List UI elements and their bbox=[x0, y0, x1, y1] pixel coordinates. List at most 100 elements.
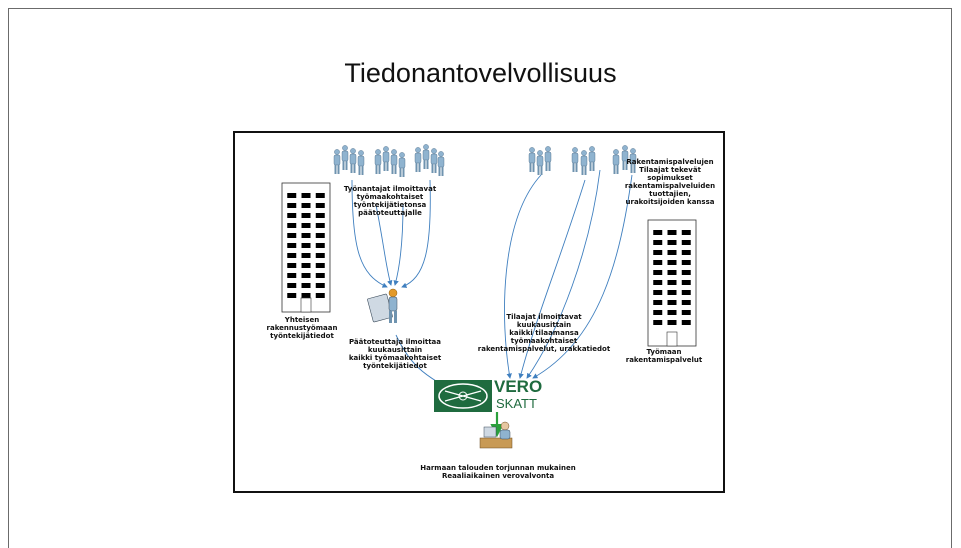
building-window bbox=[667, 240, 677, 245]
building-window bbox=[315, 223, 325, 228]
building-window bbox=[681, 320, 691, 325]
main-contractor-figure bbox=[367, 288, 398, 323]
person-figure bbox=[357, 150, 365, 175]
tax-officer-figure bbox=[479, 421, 513, 449]
building-window bbox=[653, 230, 663, 235]
skatt-logo-text: SKATT bbox=[496, 396, 537, 411]
building-window bbox=[667, 310, 677, 315]
building-window bbox=[681, 290, 691, 295]
building-window bbox=[287, 193, 297, 198]
building-window bbox=[681, 300, 691, 305]
building-window bbox=[681, 230, 691, 235]
building-door bbox=[666, 331, 678, 347]
building-window bbox=[315, 213, 325, 218]
building-window bbox=[315, 283, 325, 288]
building-window bbox=[287, 203, 297, 208]
building-window bbox=[667, 300, 677, 305]
person-figure bbox=[333, 149, 341, 174]
building-window bbox=[681, 250, 691, 255]
building-window bbox=[301, 193, 311, 198]
building-window bbox=[315, 293, 325, 298]
building-window bbox=[653, 260, 663, 265]
person-figure bbox=[612, 149, 620, 174]
clients-text: Rakentamispalvelujen Tilaajat tekevät so… bbox=[624, 158, 716, 206]
building-window bbox=[315, 273, 325, 278]
building-window bbox=[301, 283, 311, 288]
building-window bbox=[653, 290, 663, 295]
building-window bbox=[301, 213, 311, 218]
slide-frame bbox=[8, 8, 952, 548]
building-window bbox=[287, 223, 297, 228]
person-figure bbox=[588, 146, 596, 171]
building-window bbox=[315, 253, 325, 258]
building-window bbox=[301, 243, 311, 248]
building-window bbox=[681, 310, 691, 315]
person-figure bbox=[382, 146, 390, 171]
employer-arrows bbox=[351, 179, 431, 288]
building-window bbox=[667, 290, 677, 295]
employer-figures bbox=[333, 144, 445, 177]
building-door bbox=[300, 297, 312, 313]
person-figure bbox=[398, 152, 406, 177]
building-window bbox=[287, 233, 297, 238]
building-window bbox=[287, 293, 297, 298]
client-figures bbox=[528, 145, 637, 175]
person-figure bbox=[536, 150, 544, 175]
client-arrows bbox=[504, 169, 633, 379]
building-window bbox=[287, 283, 297, 288]
building-window bbox=[653, 280, 663, 285]
building-window bbox=[301, 253, 311, 258]
left-building-text: Yhteisen rakennustyömaan työntekijätiedo… bbox=[266, 316, 338, 340]
person-figure bbox=[390, 149, 398, 174]
employers-text: Työnantajat ilmoittavat työmaakohtaiset … bbox=[343, 185, 437, 217]
slide-title: Tiedonantovelvollisuus bbox=[344, 58, 617, 88]
building-window bbox=[301, 223, 311, 228]
main-contractor-text: Päätoteuttaja ilmoittaa kuukausittain ka… bbox=[348, 338, 442, 370]
building-window bbox=[653, 320, 663, 325]
building-window bbox=[315, 203, 325, 208]
building-window bbox=[653, 250, 663, 255]
person-figure bbox=[571, 147, 579, 172]
person-figure bbox=[341, 145, 349, 170]
building-window bbox=[667, 230, 677, 235]
building-window bbox=[681, 260, 691, 265]
building-window bbox=[681, 280, 691, 285]
right-building-text: Työmaan rakentamispalvelut bbox=[625, 348, 703, 364]
vero-skatt-logo bbox=[434, 380, 492, 412]
building-window bbox=[315, 233, 325, 238]
vero-logo-text: VERO bbox=[494, 377, 543, 396]
person-figure bbox=[580, 150, 588, 175]
building-window bbox=[667, 280, 677, 285]
building-window bbox=[667, 320, 677, 325]
building-window bbox=[287, 273, 297, 278]
left-building bbox=[281, 182, 331, 313]
building-window bbox=[315, 193, 325, 198]
person-figure bbox=[629, 148, 637, 173]
building-window bbox=[301, 263, 311, 268]
person-figure bbox=[414, 147, 422, 172]
person-figure bbox=[374, 149, 382, 174]
building-window bbox=[667, 270, 677, 275]
right-building bbox=[647, 219, 697, 347]
building-window bbox=[301, 233, 311, 238]
building-window bbox=[301, 293, 311, 298]
bottom-text: Harmaan talouden torjunnan mukainen Reaa… bbox=[420, 464, 576, 480]
person-figure bbox=[422, 144, 430, 169]
building-window bbox=[667, 250, 677, 255]
person-figure bbox=[430, 148, 438, 173]
person-figure bbox=[349, 148, 357, 173]
building-window bbox=[287, 253, 297, 258]
building-window bbox=[287, 263, 297, 268]
building-window bbox=[287, 243, 297, 248]
building-window bbox=[653, 300, 663, 305]
building-window bbox=[301, 203, 311, 208]
person-figure bbox=[437, 151, 445, 176]
building-window bbox=[653, 270, 663, 275]
person-figure bbox=[544, 146, 552, 171]
building-window bbox=[301, 273, 311, 278]
building-window bbox=[315, 243, 325, 248]
building-window bbox=[653, 240, 663, 245]
building-window bbox=[681, 240, 691, 245]
building-window bbox=[315, 263, 325, 268]
